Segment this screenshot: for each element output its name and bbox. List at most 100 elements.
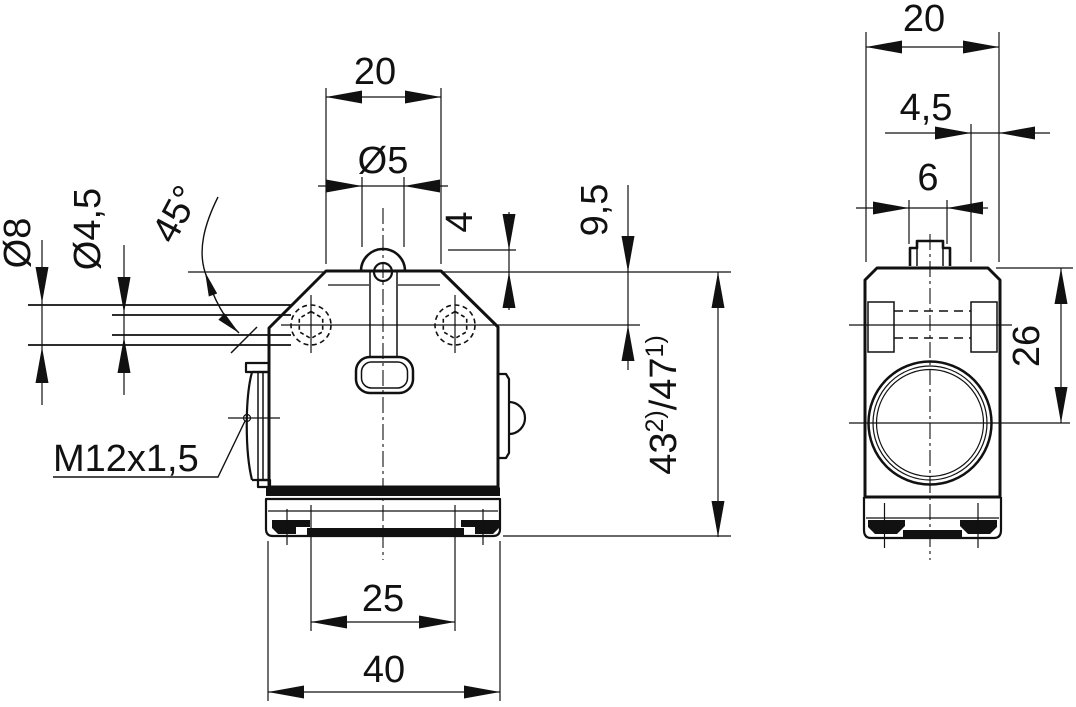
arrowhead (866, 40, 902, 54)
dim-label: 4 (439, 211, 481, 232)
dim-label: 20 (354, 51, 396, 93)
dim-top-width: 20 (325, 51, 442, 264)
extension-lines (310, 505, 456, 631)
dim-label: 6 (917, 157, 938, 199)
dim-label: 9,5 (574, 184, 616, 237)
dim-label: 20 (903, 0, 945, 40)
dim-base-width: 40 (267, 541, 501, 701)
arrowhead (464, 685, 500, 699)
arrowhead (404, 179, 440, 193)
arrowhead (711, 272, 725, 308)
dim-label: 40 (363, 649, 405, 691)
counterbore-circle (434, 304, 476, 346)
connector-foot (256, 478, 272, 489)
arrowhead (117, 337, 131, 373)
dim-depth: 20 (865, 0, 1000, 262)
dim-label: Ø4,5 (67, 188, 109, 270)
dim-top-to-hole-axis: 9,5 (574, 184, 635, 370)
counterbore-circle (290, 304, 332, 346)
dim-inner-diameter: Ø4,5 (67, 188, 131, 395)
oval-slot-inner (360, 361, 409, 389)
clamp-foot-left (868, 520, 905, 534)
arrowhead (419, 615, 455, 629)
leader-line (53, 420, 246, 478)
oval-slot-outer (354, 355, 415, 395)
side-view: 20 4,5 6 26 (849, 0, 1073, 560)
height-alt: /47 (643, 357, 685, 410)
arrowhead (311, 615, 347, 629)
clamp-foot-left (272, 520, 310, 534)
extension-lines (908, 200, 948, 244)
plunger-pin-circle (372, 261, 394, 283)
dim-label: 4,5 (900, 87, 953, 129)
bore-circle-inner (875, 368, 985, 478)
pocket-right (970, 301, 998, 353)
bore-circle-outer (867, 360, 993, 486)
dim-chamfer-angle: 45° (144, 179, 258, 354)
extension-lines (325, 88, 442, 264)
plunger-dome (359, 247, 407, 272)
dim-plunger-diameter: Ø5 (318, 140, 448, 247)
pin-outer-lines (28, 304, 291, 346)
screw-hole-left (290, 304, 332, 346)
thread-label: M12x1,5 (53, 438, 199, 480)
arrowhead (35, 267, 49, 303)
label-connector-thread: M12x1,5 (53, 413, 280, 480)
side-clip (498, 372, 511, 460)
dim-label: 45° (144, 179, 208, 249)
plunger-outline (908, 239, 952, 266)
height-note-b: 1) (641, 335, 669, 357)
arrowhead (621, 325, 635, 361)
plunger-guide-lines (369, 272, 398, 356)
dim-plunger-height: 4 (439, 211, 516, 310)
connector-collar (244, 361, 271, 374)
arrowhead (405, 90, 441, 104)
arrowhead (326, 90, 362, 104)
dim-plunger-width: 6 (856, 157, 988, 244)
clamp-bar (307, 528, 464, 536)
arrowhead (326, 179, 362, 193)
leader-arc (201, 196, 240, 334)
arrowhead (935, 126, 971, 140)
base-outline (862, 497, 1003, 540)
arrowhead (999, 126, 1035, 140)
hidden-hole-lines (894, 310, 971, 339)
arrowhead (1054, 387, 1068, 423)
base-outline (264, 497, 502, 538)
foot-center-marks (286, 509, 484, 545)
arrowhead (621, 236, 635, 272)
extension-lines (361, 177, 405, 247)
arrowhead (947, 201, 983, 215)
arrowhead (711, 501, 725, 537)
clamp-bar (903, 530, 962, 537)
arrowhead (1054, 268, 1068, 304)
leader-dot (242, 413, 252, 423)
arrowhead (218, 313, 239, 333)
bore-circle-mid (872, 365, 988, 481)
connector-edges (252, 370, 269, 482)
arrowhead (502, 214, 516, 250)
dim-outer-diameter: Ø8 (0, 218, 49, 405)
dim-hole-spacing: 25 (310, 505, 456, 631)
chamfer-tick (230, 326, 258, 354)
dim-height: 432)/471) (503, 272, 731, 537)
screw-hole-right (434, 304, 476, 346)
extension-lines (865, 32, 1000, 262)
arrowhead (205, 272, 218, 297)
height-main: 43 (643, 433, 685, 475)
arrowhead (873, 201, 909, 215)
clamp-foot-right (461, 520, 499, 534)
side-bump (508, 400, 527, 436)
connector-thread-lines (257, 372, 264, 480)
plunger-tab-lines (916, 248, 944, 266)
dim-label: Ø8 (0, 218, 39, 269)
dim-edge-offset: 4,5 (885, 87, 1050, 262)
dim-top-to-bore-axis: 26 (996, 267, 1073, 423)
dim-label: Ø5 (358, 140, 409, 182)
height-note-a: 2) (641, 410, 669, 432)
foot-center-marks (883, 503, 979, 548)
dim-label-height: 432)/471) (641, 335, 685, 475)
arrowhead (268, 685, 304, 699)
